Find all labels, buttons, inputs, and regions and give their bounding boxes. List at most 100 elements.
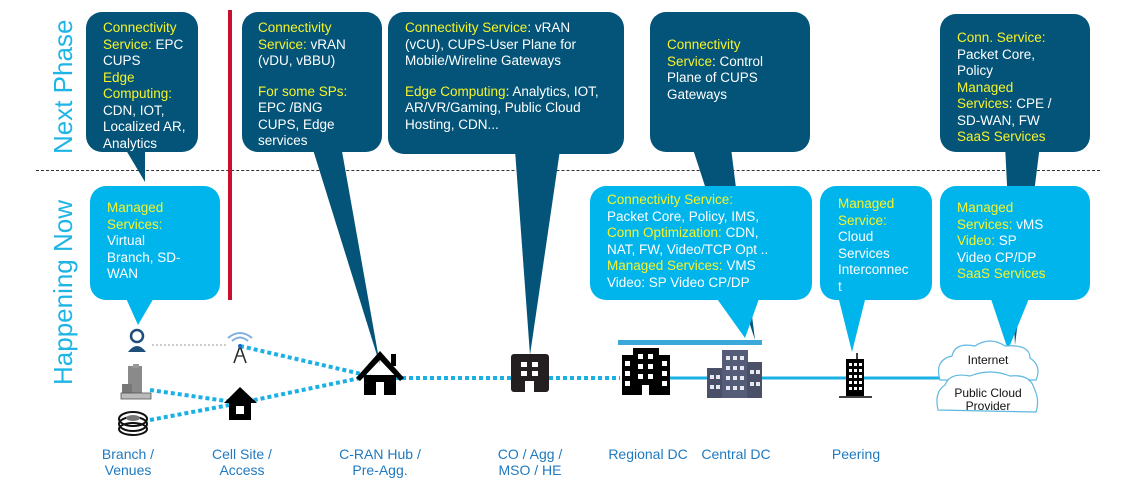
location-central-dc: Central DC: [694, 446, 778, 462]
bubble-body-text: Localized AR,: [103, 119, 186, 134]
bubble-body-text: : Analytics, IOT,: [505, 83, 599, 99]
bubble-body-text: : vRAN: [527, 20, 571, 35]
bubble-heading-text: Service:: [258, 36, 307, 52]
location-label-line: Branch /: [101, 446, 155, 462]
link-cell-cran: [239, 374, 371, 405]
bubble-text-line: Hosting, CDN...: [405, 117, 614, 134]
bubble-tail: [310, 140, 380, 365]
internet-label: Internet: [967, 353, 1009, 367]
bubble-body-text: Cloud: [838, 229, 874, 244]
bubble-heading-text: Connectivity Service:: [607, 192, 734, 207]
bubble-tail: [838, 296, 866, 352]
bubble-text-line: SD-WAN, FW: [957, 113, 1080, 130]
bubble-body-text: Plane of CUPS: [667, 70, 758, 85]
bubble-heading-text: Edge Computing: [405, 83, 506, 99]
bubble-text-line: Video CP/DP: [957, 250, 1080, 267]
bubble-tail: [515, 150, 560, 355]
bubble-body-text: CDN, IOT,: [103, 102, 165, 118]
bubble-text-line: Connectivity: [258, 20, 372, 37]
location-cran-hub: C-RAN Hub / Pre-Agg.: [330, 446, 430, 478]
bubble-text-line: Services: vMS: [957, 217, 1080, 234]
bubble-body-text: WAN: [107, 266, 138, 281]
bubble-body-text: EPC: [151, 36, 184, 52]
bubble-text-line: Services: [838, 246, 922, 263]
location-branch: Branch / Venues: [88, 446, 168, 478]
bubble-text-line: Conn Optimization: CDN,: [607, 225, 802, 242]
link-stadium-cell: [149, 401, 241, 422]
regional-dc-icon: [622, 348, 670, 395]
bubble-text-line: Gateways: [667, 87, 800, 104]
bubble-text-line: Service: Control: [667, 54, 800, 71]
location-label-line: Access: [219, 462, 265, 478]
bubble-heading-text: Managed: [957, 79, 1014, 95]
bubble-tail: [125, 296, 155, 325]
bubble-body-text: Packet Core, Policy, IMS,: [607, 208, 760, 224]
bubble-body-text: vMS: [1012, 216, 1044, 232]
bubble-text-line: Packet Core, Policy, IMS,: [607, 209, 802, 226]
cell-site-house-icon: [224, 387, 257, 420]
bubble-body-text: Packet Core,: [957, 46, 1036, 62]
bubble-heading-text: Connectivity: [667, 37, 741, 52]
person-icon: [128, 328, 146, 352]
bubble-heading-text: Edge: [103, 69, 135, 85]
bubble-body-text: (vDU, vBBU): [258, 53, 336, 68]
cran-hub-house-icon: [356, 351, 404, 395]
bubble-text-line: Connectivity: [103, 20, 188, 37]
internet-cloud-icon: [937, 340, 1039, 381]
bubble-body-text: AR/VR/Gaming, Public Cloud: [405, 100, 581, 115]
location-label-line: C-RAN Hub /: [339, 446, 421, 462]
bubble-body-text: Policy: [957, 63, 994, 78]
location-label-line: Central DC: [701, 446, 771, 462]
bubble-body-text: CUPS: [103, 53, 141, 68]
bubble-heading-text: Video:: [957, 233, 996, 248]
location-label-line: CO / Agg /: [497, 446, 563, 462]
bubble-body-text: Video: SP Video CP/DP: [607, 274, 750, 290]
bubble-text-line: Computing:: [103, 86, 188, 103]
bubble-body-text: EPC /BNG: [258, 100, 323, 115]
bubble-text-line: Connectivity: [667, 37, 800, 54]
co-building-icon: [511, 354, 549, 392]
bubble-text-line: Interconnec: [838, 262, 922, 279]
bubble-body-text: CUPS, Edge: [258, 116, 335, 132]
bubble-body-text: : CPE /: [1008, 96, 1052, 111]
bubble-body-text: NAT, FW, Video/TCP Opt ..: [607, 241, 769, 257]
bubble-body-text: VMS: [722, 258, 756, 273]
location-label-line: Pre-Agg.: [352, 462, 408, 478]
link-enterprise-cell: [149, 388, 241, 405]
bubble-text-line: Video: SP: [957, 233, 1080, 250]
cell-tower-icon: [227, 332, 253, 364]
bubble-heading-text: Services:: [957, 216, 1013, 232]
bubble-body-text: Services: [838, 245, 890, 261]
bubble-text-line: For some SPs:: [258, 84, 372, 101]
enterprise-building-icon: [120, 364, 152, 400]
bubble-text-line: Managed: [957, 80, 1080, 97]
location-label-line: Cell Site /: [212, 446, 272, 462]
dc-group-bar: [618, 340, 762, 345]
bubble-text-line: EPC /BNG: [258, 100, 372, 117]
central-dc-icon: [707, 350, 762, 398]
link-tower-cran: [239, 344, 371, 378]
peering-building-icon: [839, 353, 872, 398]
red-separator-line: [228, 10, 232, 300]
bubble-text-line: SaaS Services: [957, 266, 1080, 283]
bubble-text-line: Packet Core,: [957, 47, 1080, 64]
bubble-heading-text: Connectivity Service: [405, 20, 528, 35]
public-cloud-icon: [936, 371, 1039, 413]
bubble-heading-text: Service:: [103, 36, 152, 52]
location-label-line: Peering: [831, 446, 881, 462]
bubble-text-line: [405, 70, 614, 84]
bubble-body-text: : Control: [712, 53, 764, 69]
public-cloud-label-line1: Public Cloud: [954, 386, 1022, 400]
location-co-agg: CO / Agg / MSO / HE: [485, 446, 575, 478]
bubble-heading-text: Managed: [838, 196, 895, 211]
bubble-body-text: SP: [995, 233, 1017, 248]
bubble-heading-text: Service:: [838, 212, 887, 228]
bubble-body-text: vRAN: [306, 36, 346, 52]
bubble-text-line: WAN: [107, 266, 210, 283]
bubble-text-line: Managed: [957, 200, 1080, 217]
bubble-text-line: (vCU), CUPS-User Plane for: [405, 37, 614, 54]
